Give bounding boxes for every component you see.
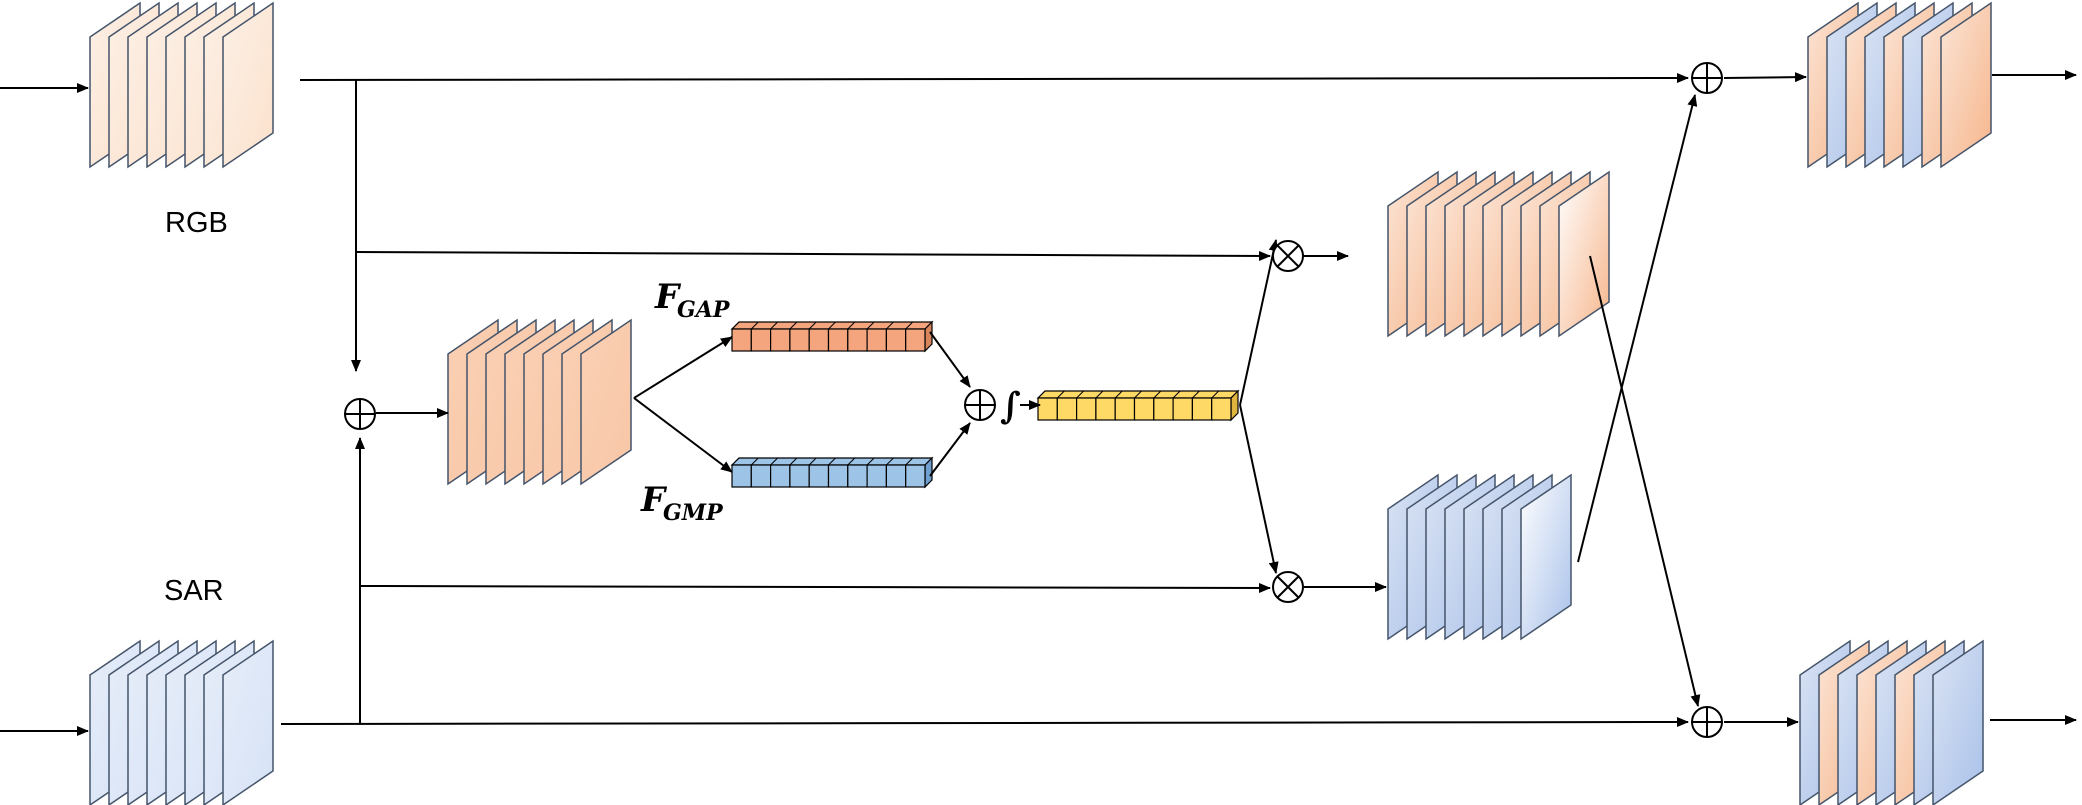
rgb-output-stack-slice [1940,1,1992,169]
sar-output-stack-slice [1932,639,1984,805]
sar-input-stack-slice [222,639,274,805]
gap-vector-cell [905,328,926,352]
f-gmp-label: F GMP [640,480,724,526]
gap-vector-cell [808,328,830,352]
top-output-add-op [1691,62,1723,94]
gmp-vector-cell [885,464,907,488]
weighted-sar-to-top-add-line [1577,94,1698,563]
gap-vector-cell [827,328,849,352]
gap-vector-cell [847,328,868,352]
gap-to-add-line [929,331,971,388]
weighted-sar-stack-slice [1520,473,1572,641]
attention-vector-cell [1114,397,1136,421]
attention-vector-cell [1056,397,1078,421]
gap-vector-cell [731,328,752,352]
top-add-to-output-line [1723,72,1807,83]
sar-label: SAR [164,575,224,607]
gmp-vector [730,456,934,489]
attention-vector-cell [1211,397,1232,421]
weighted-rgb-stack-slice [1558,170,1610,338]
gap-vector-cell [866,328,887,352]
fused-to-gap-line [633,336,733,399]
rgb-input-stack-slice [222,1,274,169]
rgb-skip-line [299,73,1689,84]
gap-vector-cell [769,328,791,352]
rgb-multiply-op [1272,240,1304,272]
attn-to-rgb-mult-line [1239,239,1279,406]
rgb-to-mult-line [355,250,1271,261]
f-gap-sub: GAP [677,297,731,323]
fused-feature-stack-slice [580,318,632,486]
feature-map-stacks [89,1,1992,805]
f-gmp-sub: GMP [663,500,724,526]
weighted-rgb-stack [1387,170,1610,338]
fused-to-gmp-line [633,397,733,473]
sar-skip-line [280,717,1689,728]
f-gmp-main: F [640,480,668,520]
attention-vector [1036,389,1240,422]
attention-vector-cell [1133,397,1155,421]
gmp-vector-cell [905,464,926,488]
gmp-vector-cell [847,464,868,488]
connections [0,70,2077,736]
sar-to-mult-line [359,582,1271,593]
attention-vector-cell [1153,397,1174,421]
f-gap-label: F GAP [654,277,731,323]
gap-vector-cell [789,328,810,352]
fused-feature-stack [447,318,632,486]
gmp-vector-cell [789,464,810,488]
sar-output-stack [1799,639,1984,805]
gmp-vector-cell [769,464,791,488]
gmp-vector-cell [866,464,887,488]
gap-vector-cell [750,328,772,352]
sigmoid-symbol: ∫ [1000,385,1021,427]
weighted-sar-stack [1387,473,1572,641]
sar-multiply-op [1272,571,1304,603]
attn-to-sar-mult-line [1239,404,1279,574]
rgb-input-stack [89,1,274,169]
gmp-vector-cell [827,464,849,488]
sar-input-stack [89,639,274,805]
attention-vector-cell [1191,397,1213,421]
pool-add-op [964,389,996,421]
bottom-output-add-op [1691,706,1723,738]
weighted-rgb-to-bottom-add-line [1589,255,1701,707]
sum-add-op [344,398,376,430]
attention-vector-cell [1075,397,1097,421]
attention-vector-cell [1095,397,1116,421]
gap-vector-cell [885,328,907,352]
gmp-vector-cell [750,464,772,488]
f-gap-main: F [654,277,682,317]
rgb-label: RGB [165,207,228,239]
channel-vectors [730,320,1240,489]
gap-vector [730,320,934,353]
rgb-output-stack [1807,1,1992,169]
gmp-vector-cell [808,464,830,488]
attention-vector-cell [1037,397,1058,421]
gmp-vector-cell [731,464,752,488]
gmp-to-add-line [929,422,971,477]
attention-vector-cell [1172,397,1193,421]
